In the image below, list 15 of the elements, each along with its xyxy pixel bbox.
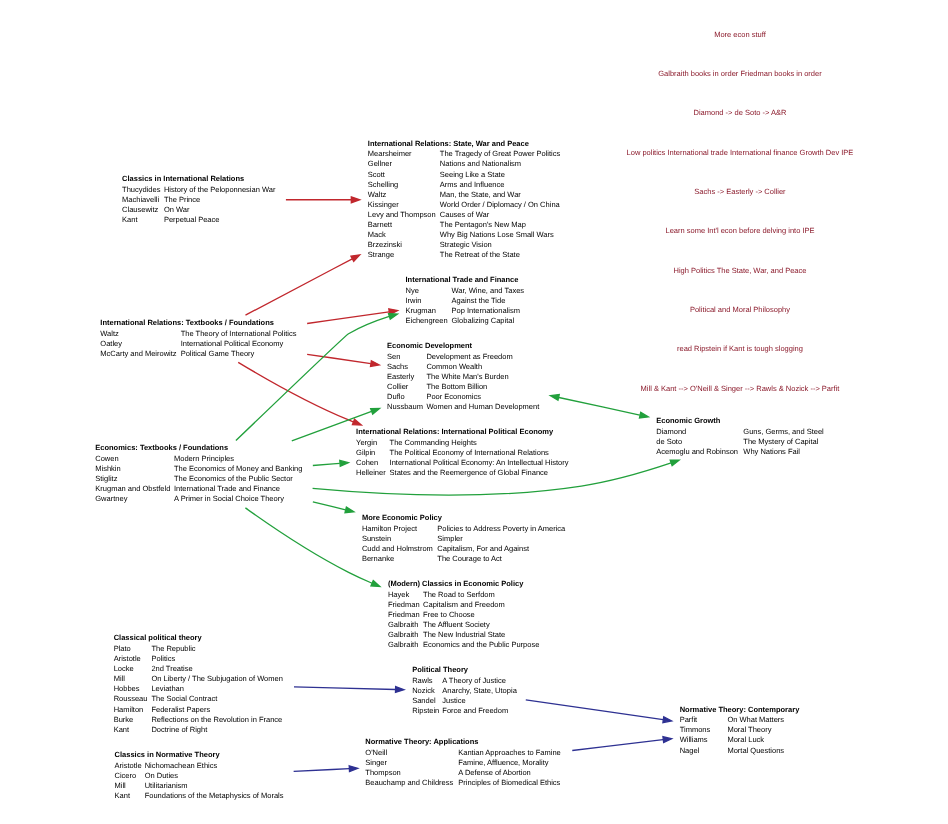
arrow [236, 361, 363, 426]
arrow [305, 353, 381, 368]
arrow [547, 393, 650, 419]
arrow [284, 195, 361, 204]
arrow [291, 764, 359, 773]
arrow [524, 699, 673, 724]
arrow [570, 735, 673, 752]
arrow [311, 501, 355, 514]
arrow [290, 407, 381, 442]
arrow [311, 459, 350, 468]
arrow [243, 507, 381, 588]
arrow [234, 312, 399, 442]
arrow [292, 685, 405, 694]
arrow [243, 253, 361, 316]
arrow [310, 459, 680, 496]
